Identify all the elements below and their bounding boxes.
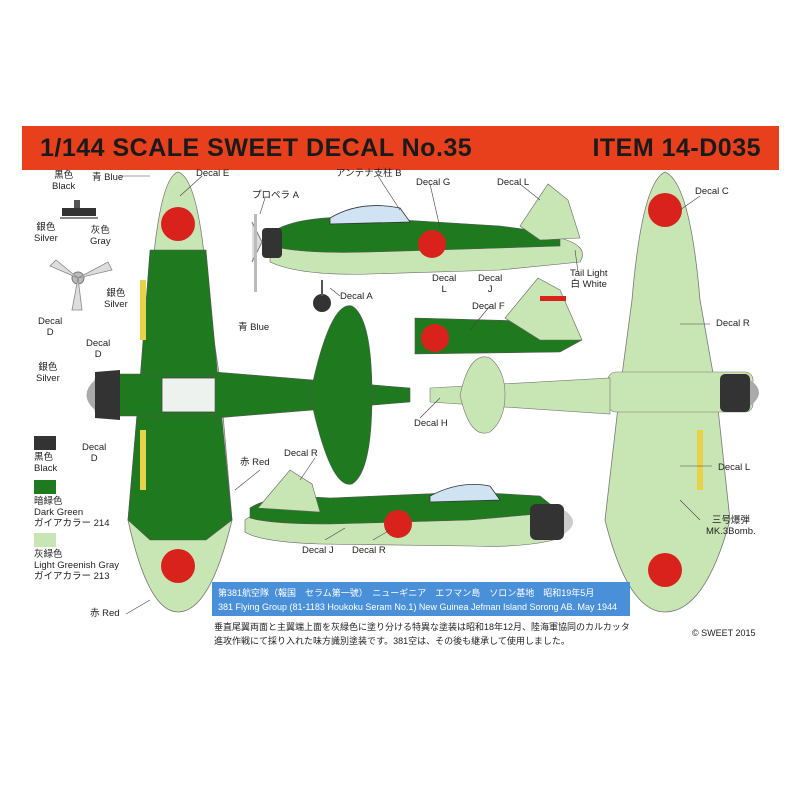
label-decal-h: Decal H xyxy=(414,418,448,429)
label-decal-r-right: Decal R xyxy=(716,318,750,329)
copyright: © SWEET 2015 xyxy=(692,628,756,638)
lower-side-view-aircraft xyxy=(244,469,573,547)
top-view-aircraft xyxy=(86,171,411,613)
caption-box xyxy=(212,582,630,616)
label-decal-j-bottom: Decal J xyxy=(302,545,334,556)
title-banner: 1/144 SCALE SWEET DECAL No.35 ITEM 14-D0… xyxy=(22,126,779,170)
label-blue-mid: 青 Blue xyxy=(238,322,270,333)
label-antenna-b: アンテナ支柱 B xyxy=(336,168,402,179)
label-red-mid: 赤 Red xyxy=(240,457,270,468)
sheet-title: 1/144 SCALE SWEET DECAL No.35 xyxy=(40,133,473,162)
leader-lines xyxy=(120,175,712,615)
legend-swatch-black xyxy=(34,436,56,450)
note-line-2: 進攻作戦にて採り入れた味方識別塗装です。381空は、その後も継承して使用しました… xyxy=(214,636,570,646)
note-line-1: 垂直尾翼両面と主翼端上面を灰緑色に塗り分ける特異な塗装は昭和18年12月、陸海軍… xyxy=(214,622,630,632)
label-propeller-a: プロペラ A xyxy=(252,190,299,201)
caption-japanese: 第381航空隊（報国 セラム第一號） ニューギニア エフマン島 ソロン基地 昭和… xyxy=(218,588,595,598)
label-decal-g: Decal G xyxy=(416,177,451,188)
parts-small xyxy=(60,200,98,219)
label-decal-f: Decal F xyxy=(472,301,505,312)
label-blue-top: 青 Blue xyxy=(92,172,124,183)
propeller-part xyxy=(49,259,113,311)
label-decal-l-right: Decal L xyxy=(718,462,751,473)
label-decal-a: Decal A xyxy=(340,291,373,302)
label-decal-e: Decal E xyxy=(196,168,230,179)
label-decal-l-top: Decal L xyxy=(497,177,530,188)
label-decal-r-bottom: Decal R xyxy=(352,545,386,556)
legend-swatch-dark-green xyxy=(34,480,56,494)
legend-swatch-light-greenish-gray xyxy=(34,533,56,547)
side-view-aircraft xyxy=(251,183,583,312)
label-decal-r-lower: Decal R xyxy=(284,448,318,459)
label-decal-c: Decal C xyxy=(695,186,729,197)
item-number: ITEM 14-D035 xyxy=(592,133,761,162)
tail-fragment xyxy=(414,277,583,355)
underside-view-aircraft xyxy=(429,171,759,613)
caption-english: 381 Flying Group (81-1183 Houkoku Seram … xyxy=(218,602,618,612)
label-red-bottom: 赤 Red xyxy=(90,608,120,619)
